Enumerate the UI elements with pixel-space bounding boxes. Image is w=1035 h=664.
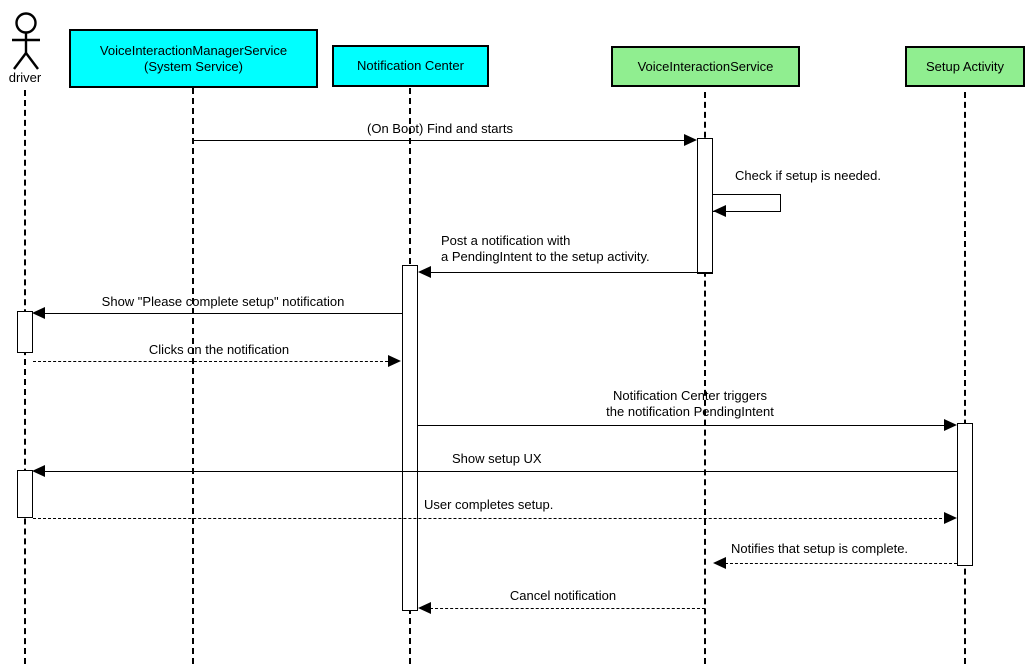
participant-box-setup-activity[interactable]: Setup Activity — [905, 46, 1025, 87]
lifeline-setup-activity — [964, 92, 966, 664]
message-arrowhead-show-please-complete-setup-notification — [32, 307, 45, 319]
message-label-check-if-setup-is-needed: Check if setup is needed. — [735, 168, 881, 183]
lifeline-driver — [24, 90, 26, 664]
message-label-post-a-notification: Post a notification with a PendingIntent… — [441, 233, 650, 265]
message-line-user-completes-setup — [33, 518, 947, 519]
actor-driver[interactable] — [5, 12, 47, 72]
message-arrowhead-show-setup-ux — [32, 465, 45, 477]
lifeline-voice-interaction-service — [704, 92, 706, 664]
message-line-cancel-notification — [430, 608, 705, 609]
message-line-notification-center-triggers — [418, 425, 947, 426]
message-label-show-please-complete-setup-notification: Show "Please complete setup" notificatio… — [101, 294, 345, 309]
participant-box-voice-interaction-service[interactable]: VoiceInteractionService — [611, 46, 800, 87]
message-label-notifies-that-setup-is-complete: Notifies that setup is complete. — [731, 541, 909, 556]
message-label-user-completes-setup: User completes setup. — [424, 497, 554, 512]
activation-bar-voice-interaction-service — [697, 138, 713, 274]
participant-label-voice-interaction-service: VoiceInteractionService — [637, 58, 774, 74]
activation-bar-driver-2 — [17, 470, 33, 518]
participant-box-notification-center[interactable]: Notification Center — [332, 45, 489, 87]
message-arrowhead-notification-center-triggers — [944, 419, 957, 431]
participant-label-vims: VoiceInteractionManagerService (System S… — [99, 42, 288, 74]
message-line-notifies-that-setup-is-complete — [725, 563, 957, 564]
participant-label-notification-center: Notification Center — [357, 58, 464, 74]
message-line-clicks-on-the-notification — [33, 361, 388, 362]
message-line-show-setup-ux — [44, 471, 957, 472]
message-label-clicks-on-the-notification: Clicks on the notification — [148, 342, 290, 357]
activation-bar-setup-activity — [957, 423, 973, 566]
message-arrowhead-user-completes-setup — [944, 512, 957, 524]
message-label-on-boot-find-and-starts: (On Boot) Find and starts — [367, 121, 513, 136]
message-line-post-a-notification — [430, 272, 713, 273]
actor-stick-figure-icon — [12, 12, 40, 70]
participant-box-vims[interactable]: VoiceInteractionManagerService (System S… — [69, 29, 318, 88]
actor-driver-label: driver — [8, 70, 42, 85]
message-label-show-setup-ux: Show setup UX — [452, 451, 542, 466]
message-line-show-please-complete-setup-notification — [44, 313, 402, 314]
message-arrowhead-clicks-on-the-notification — [388, 355, 401, 367]
lifeline-vims — [192, 88, 194, 664]
participant-label-setup-activity: Setup Activity — [925, 58, 1005, 74]
message-label-notification-center-triggers: Notification Center triggers the notific… — [606, 388, 774, 420]
self-call-path-check-if-setup-is-needed — [713, 194, 781, 212]
message-arrowhead-check-if-setup-is-needed — [713, 205, 726, 217]
activation-bar-notification-center — [402, 265, 418, 611]
message-label-cancel-notification: Cancel notification — [509, 588, 617, 603]
message-line-on-boot-find-and-starts — [193, 140, 687, 141]
message-arrowhead-post-a-notification — [418, 266, 431, 278]
activation-bar-driver-1 — [17, 311, 33, 353]
message-arrowhead-cancel-notification — [418, 602, 431, 614]
message-arrowhead-notifies-that-setup-is-complete — [713, 557, 726, 569]
message-arrowhead-on-boot-find-and-starts — [684, 134, 697, 146]
